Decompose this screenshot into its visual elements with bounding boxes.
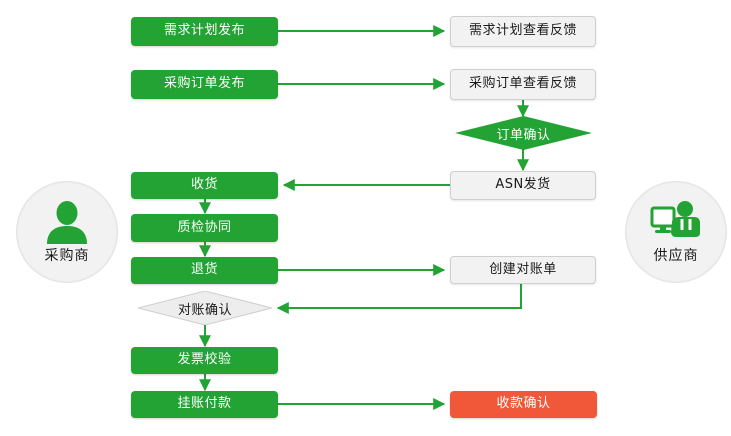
node-create-statement[interactable]: 创建对账单	[450, 256, 596, 284]
node-statement-confirm[interactable]: 对账确认	[138, 291, 272, 325]
node-order-confirm-label: 订单确认	[496, 127, 551, 143]
node-return-goods[interactable]: 退货	[131, 257, 278, 284]
actor-buyer-label: 采购商	[44, 247, 90, 264]
person-at-computer-icon	[650, 200, 700, 237]
node-invoice-verify[interactable]: 发票校验	[131, 347, 278, 374]
node-order-confirm[interactable]: 订单确认	[455, 116, 592, 150]
actor-buyer[interactable]: 采购商	[16, 181, 118, 283]
actor-supplier-label: 供应商	[653, 247, 699, 264]
order-confirm-diamond-shape	[455, 116, 592, 150]
node-demand-plan-feedback[interactable]: 需求计划查看反馈	[450, 16, 596, 47]
statement-confirm-diamond-shape	[138, 291, 272, 325]
node-receipt-confirm[interactable]: 收款确认	[450, 391, 597, 418]
edge-create-statement-to-statement-confirm	[276, 284, 522, 314]
node-quality-collab[interactable]: 质检协同	[131, 214, 278, 242]
node-po-feedback[interactable]: 采购订单查看反馈	[450, 69, 596, 100]
actor-supplier[interactable]: 供应商	[625, 181, 727, 283]
node-payment-posting[interactable]: 挂账付款	[131, 391, 278, 418]
node-goods-receipt[interactable]: 收货	[131, 172, 278, 199]
person-icon	[47, 200, 87, 244]
node-demand-plan-publish[interactable]: 需求计划发布	[131, 17, 278, 46]
node-po-publish[interactable]: 采购订单发布	[131, 70, 278, 99]
node-asn-ship[interactable]: ASN发货	[450, 171, 596, 200]
node-statement-confirm-label: 对账确认	[177, 302, 232, 318]
